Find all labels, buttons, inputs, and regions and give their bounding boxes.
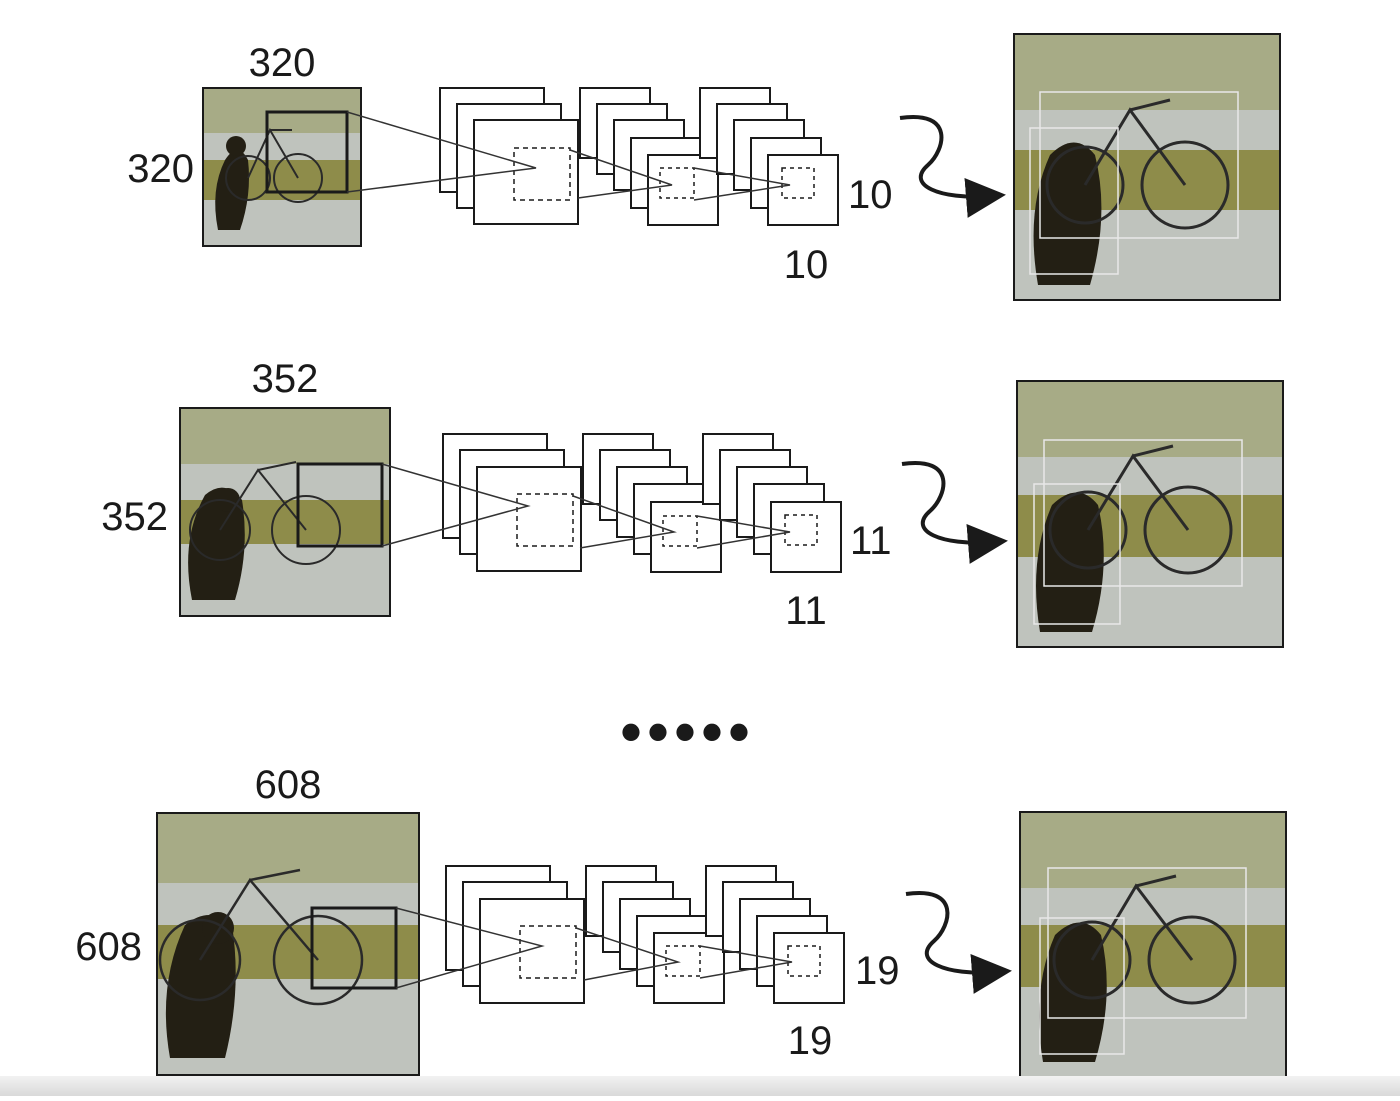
receptive-field-box — [310, 906, 398, 990]
input-width-label: 320 — [249, 41, 316, 85]
input-height-label: 352 — [101, 495, 168, 539]
feature-stack-3 — [702, 433, 842, 573]
projection-lines — [381, 463, 791, 549]
row-352: 352 352 11 11 — [101, 357, 1284, 648]
output-image — [1016, 380, 1284, 648]
feature-stack-1 — [445, 865, 585, 1004]
bicycle-detection-box — [1047, 867, 1247, 1019]
receptive-field-box — [265, 110, 349, 194]
grid-width-label: 11 — [850, 519, 892, 563]
input-image — [202, 87, 362, 247]
grid-width-label: 19 — [855, 949, 900, 993]
input-height-label: 320 — [127, 147, 194, 191]
output-arrow-icon — [899, 114, 1006, 218]
feature-stack-1 — [439, 87, 579, 225]
row-608: 608 608 19 19 — [75, 763, 1287, 1079]
input-image — [179, 407, 391, 617]
projection-lines — [395, 907, 793, 989]
receptive-field-box — [296, 462, 384, 548]
output-image — [1019, 811, 1287, 1079]
feature-stack-3 — [699, 87, 839, 226]
input-height-label: 608 — [75, 925, 142, 969]
dog-detection-box — [1033, 483, 1121, 625]
projection-lines — [346, 111, 791, 201]
bicycle-detection-box — [1043, 439, 1243, 587]
input-width-label: 352 — [252, 357, 319, 401]
feature-stack-2 — [579, 87, 719, 226]
feature-stack-1 — [442, 433, 582, 572]
input-image — [156, 812, 420, 1076]
bottom-bar — [0, 1076, 1400, 1096]
dog-detection-box — [1029, 127, 1119, 275]
grid-height-label: 19 — [788, 1019, 833, 1063]
grid-height-label: 10 — [784, 243, 829, 287]
grid-width-label: 10 — [848, 173, 893, 217]
output-arrow-icon — [901, 460, 1008, 564]
bicycle-detection-box — [1039, 91, 1239, 239]
output-arrow-icon — [905, 890, 1012, 994]
feature-stack-3 — [705, 865, 845, 1004]
row-320: 320 320 10 — [127, 33, 1281, 301]
feature-stack-2 — [585, 865, 725, 1004]
grid-height-label: 11 — [785, 589, 827, 633]
output-image — [1013, 33, 1281, 301]
dog-detection-box — [1039, 917, 1125, 1055]
ellipsis: ••••• — [620, 698, 755, 765]
input-width-label: 608 — [255, 763, 322, 807]
feature-stack-2 — [582, 433, 722, 573]
